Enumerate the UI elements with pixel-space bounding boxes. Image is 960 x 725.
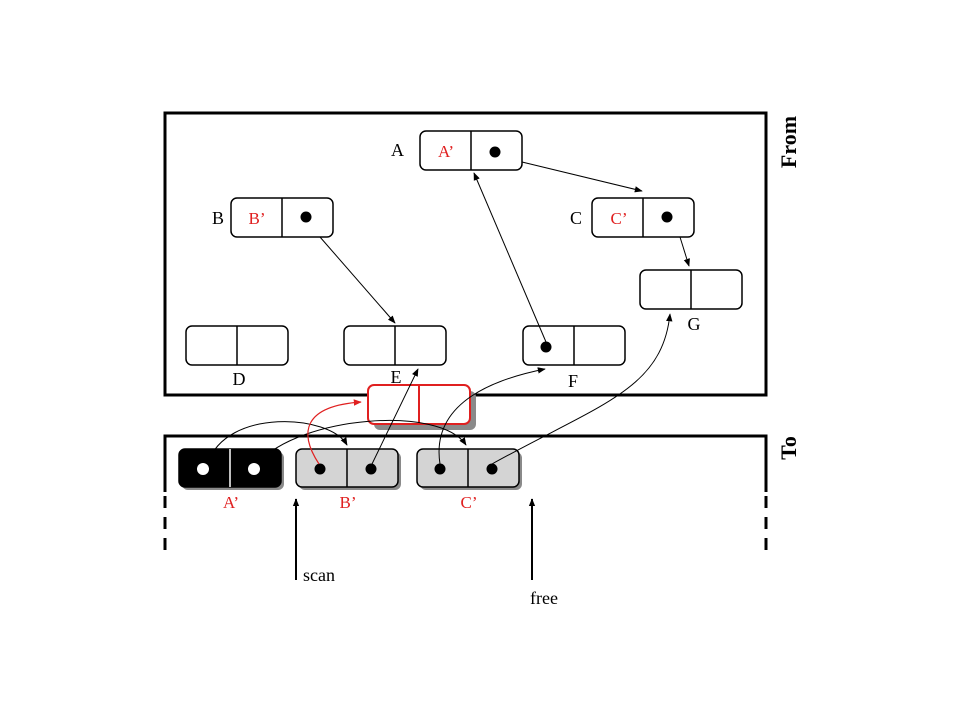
object-c-name: C [570, 208, 582, 228]
to-object-c-dot-right [486, 463, 498, 475]
object-c: C C’ [570, 197, 695, 238]
to-space-frame [163, 434, 768, 492]
object-g: G [639, 269, 743, 334]
to-space: To A’ B’ C’ [163, 313, 801, 553]
to-object-a-label: A’ [223, 493, 239, 512]
free-label: free [530, 588, 558, 608]
to-object-b: B’ [295, 448, 401, 512]
object-g-name: G [688, 314, 701, 334]
to-object-a-dot-right [248, 463, 260, 475]
arrow-f-to-a [473, 172, 547, 343]
arrow-b-to-e [319, 236, 396, 324]
to-object-a: A’ [178, 448, 284, 512]
to-object-b-dot-left [314, 463, 326, 475]
object-a-pointer-dot [489, 146, 501, 158]
free-pointer: free [528, 498, 558, 608]
object-f: F [522, 325, 626, 391]
object-b: B B’ [212, 197, 334, 238]
scan-pointer: scan [292, 498, 335, 585]
object-a-forward: A’ [438, 142, 454, 161]
object-e [343, 325, 447, 366]
arrow-b-to-e-original [371, 368, 419, 465]
object-d-name: D [233, 369, 246, 389]
from-space: From A A’ B B’ C C’ G [163, 111, 801, 397]
object-f-name: F [568, 371, 578, 391]
object-c-forward: C’ [611, 209, 628, 228]
to-object-c: C’ [416, 448, 522, 512]
from-space-label: From [776, 116, 801, 168]
to-object-a-dot-left [197, 463, 209, 475]
to-object-b-dot-right [365, 463, 377, 475]
arrow-c-to-f [438, 367, 546, 465]
object-c-pointer-dot [661, 211, 673, 223]
arrow-a-to-c [521, 161, 643, 193]
arrow-a-to-c-copy [257, 420, 467, 464]
object-a-name: A [391, 140, 404, 160]
object-b-forward: B’ [249, 209, 266, 228]
arrow-a-to-b-copy [207, 421, 348, 464]
object-a: A A’ [391, 130, 523, 171]
arrow-c-to-g [679, 236, 690, 267]
arrow-c-to-g [491, 313, 673, 465]
to-object-c-dot-left [434, 463, 446, 475]
object-f-pointer-dot [540, 341, 552, 353]
arrow-b-to-e-copy-red [307, 399, 362, 465]
object-b-pointer-dot [300, 211, 312, 223]
to-object-b-label: B’ [340, 493, 357, 512]
object-d: D [185, 325, 289, 389]
object-e-name: E [391, 367, 402, 387]
object-b-name: B [212, 208, 224, 228]
to-space-label: To [776, 436, 801, 460]
to-object-c-label: C’ [461, 493, 478, 512]
scan-label: scan [303, 565, 335, 585]
